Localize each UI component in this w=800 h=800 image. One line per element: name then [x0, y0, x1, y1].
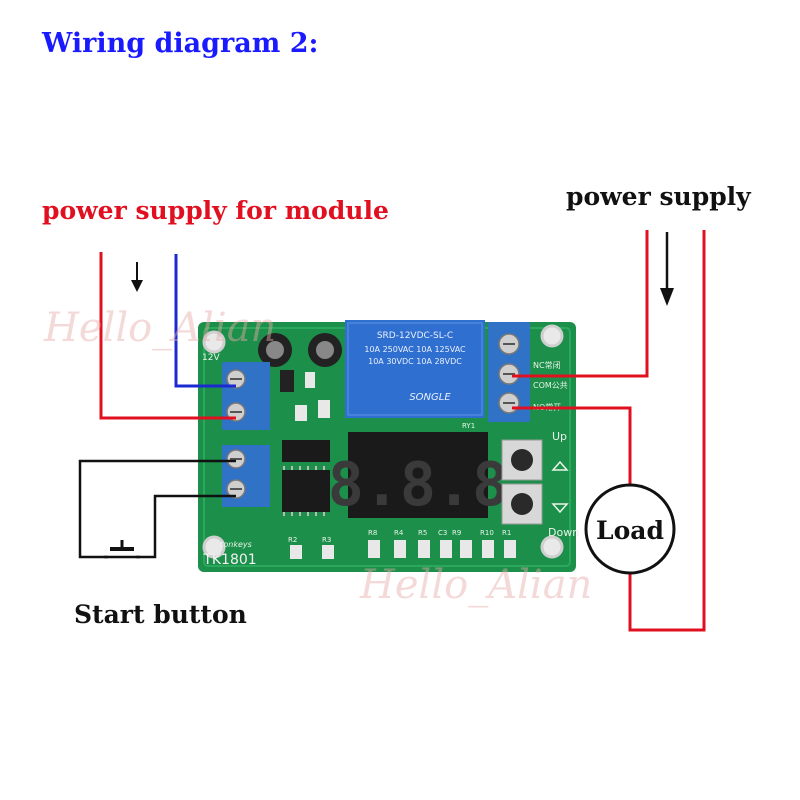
display-digits: 8.8.8: [328, 450, 509, 520]
mounting-hole: [202, 535, 226, 559]
diagram-title: Wiring diagram 2:: [42, 28, 319, 59]
silk-label: R8: [368, 529, 377, 537]
push-button-icon: [110, 547, 134, 551]
terminal-label-nc: NC常闭: [533, 361, 561, 370]
silk-label: R4: [394, 529, 404, 537]
watermark: Hello_Alian: [360, 562, 593, 608]
load-label: Load: [596, 516, 664, 545]
load-wire-return: [628, 230, 706, 632]
silk-label: RY1: [462, 422, 475, 430]
mounting-hole: [202, 330, 226, 354]
mounting-hole: [540, 535, 564, 559]
up-button-label: Up: [552, 430, 567, 443]
silk-label: R1: [502, 529, 511, 537]
start-button-wire: [78, 459, 236, 559]
power-supply-label: power supply: [566, 182, 751, 211]
seven-segment-display: [348, 432, 488, 518]
relay-rating-text: 10A 250VAC 10A 125VAC: [364, 345, 466, 354]
silk-label: R2: [288, 536, 297, 544]
ic-chip: [282, 470, 330, 512]
relay-rating-text: 10A 30VDC 10A 28VDC: [368, 357, 462, 366]
load-circle: [584, 483, 676, 575]
mounting-hole: [540, 324, 564, 348]
silk-label: R3: [322, 536, 331, 544]
module-power-label: power supply for module: [42, 196, 389, 225]
relay: [345, 320, 485, 418]
silk-label: C3: [438, 529, 447, 537]
model-silk: TK1801: [202, 552, 256, 568]
start-button-wire: [136, 494, 236, 559]
brand-silk: tonkeys: [220, 540, 252, 549]
relay-model-text: SRD-12VDC-SL-C: [377, 331, 453, 341]
watermark: Hello_Alian: [44, 305, 277, 351]
start-button-label: Start button: [74, 600, 247, 629]
module-power-wire-blue: [174, 254, 236, 388]
load-wire-com: [512, 230, 649, 378]
silk-label: R9: [452, 529, 461, 537]
silk-label: R10: [480, 529, 494, 537]
terminal-label-com: COM公共: [533, 381, 568, 390]
up-arrow-icon: [551, 460, 569, 471]
voltage-label: 12V: [202, 353, 220, 363]
silk-label: R5: [418, 529, 427, 537]
load-wire-no: [512, 406, 632, 484]
down-button-label: Down: [548, 526, 579, 539]
module-power-wire-red: [99, 252, 236, 420]
relay-brand-text: SONGLE: [409, 392, 451, 403]
down-arrow-icon: [551, 503, 569, 514]
